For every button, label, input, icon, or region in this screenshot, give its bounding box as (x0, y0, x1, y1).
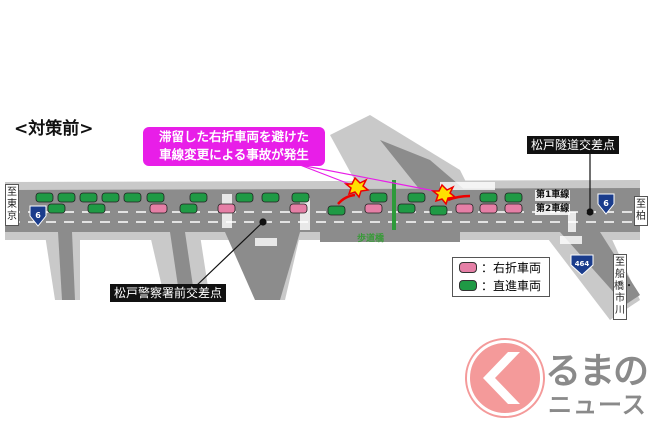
pink-car-icon (459, 261, 477, 273)
straight-car-icon (179, 203, 198, 214)
callout-line1: 滞留した右折車両を避けた (158, 129, 309, 144)
lane2-label: 第2車線 (535, 204, 571, 215)
direction-kashiwa: 至柏 (634, 196, 648, 226)
route-464-sign: 464 (570, 254, 594, 276)
direction-tokyo: 至東京 (5, 184, 19, 226)
tunnel-intersection-label: 松戸隧道交差点 (527, 136, 620, 154)
footbridge (392, 180, 396, 230)
straight-car-icon (35, 192, 54, 203)
straight-car-icon (189, 192, 208, 203)
legend-right-turn-label: ：右折車両 (481, 260, 542, 275)
logo-text: るまの (545, 351, 649, 392)
right-turn-car-icon (217, 203, 236, 214)
straight-car-icon (397, 203, 416, 214)
route-464-text: 464 (575, 260, 590, 268)
straight-car-icon (504, 192, 523, 203)
straight-car-icon (235, 192, 254, 203)
legend-straight: ：直進車両 (453, 276, 549, 294)
straight-car-icon (79, 192, 98, 203)
straight-car-icon (101, 192, 120, 203)
legend-straight-label: ：直進車両 (481, 278, 542, 293)
straight-car-icon (146, 192, 165, 203)
accident-callout: 滞留した右折車両を避けた 車線変更による事故が発生 (143, 127, 325, 166)
straight-car-icon (261, 192, 280, 203)
right-turn-car-icon (479, 203, 498, 214)
page-title: <対策前> (14, 119, 94, 139)
straight-car-icon (123, 192, 142, 203)
direction-funabashi: 至船橋・市川 (613, 254, 634, 320)
right-turn-car-icon (289, 203, 308, 214)
route-6-sign-left: 6 (29, 205, 47, 227)
police-intersection-label: 松戸警察署前交差点 (110, 284, 227, 302)
right-turn-car-icon (455, 203, 474, 214)
legend: ：右折車両 ：直進車両 (452, 257, 550, 297)
route-6-right-text: 6 (603, 199, 609, 208)
legend-right-turn: ：右折車両 (453, 258, 549, 276)
straight-car-icon (369, 192, 388, 203)
callout-line2: 車線変更による事故が発生 (159, 147, 309, 162)
kuruma-news-logo (465, 338, 545, 418)
callout-pointers (299, 164, 441, 193)
vehicles (35, 192, 523, 216)
route-6-sign-right: 6 (597, 193, 615, 215)
straight-car-icon (429, 205, 448, 216)
footbridge-label: 歩道橋 (357, 234, 385, 244)
lane1-label: 第1車線 (535, 190, 571, 201)
straight-car-icon (479, 192, 498, 203)
straight-car-icon (327, 205, 346, 216)
straight-car-icon (47, 203, 66, 214)
logo-subtext: ニュース (548, 391, 647, 419)
right-turn-car-icon (149, 203, 168, 214)
straight-car-icon (57, 192, 76, 203)
straight-car-icon (291, 192, 310, 203)
green-car-icon (459, 279, 477, 291)
right-turn-car-icon (364, 203, 383, 214)
straight-car-icon (87, 203, 106, 214)
right-turn-car-icon (504, 203, 523, 214)
route-6-left-text: 6 (35, 211, 41, 220)
lane-change-arrow-icon (337, 193, 471, 205)
straight-car-icon (407, 192, 426, 203)
label-pointers (194, 153, 594, 288)
crash-icon (343, 176, 457, 206)
